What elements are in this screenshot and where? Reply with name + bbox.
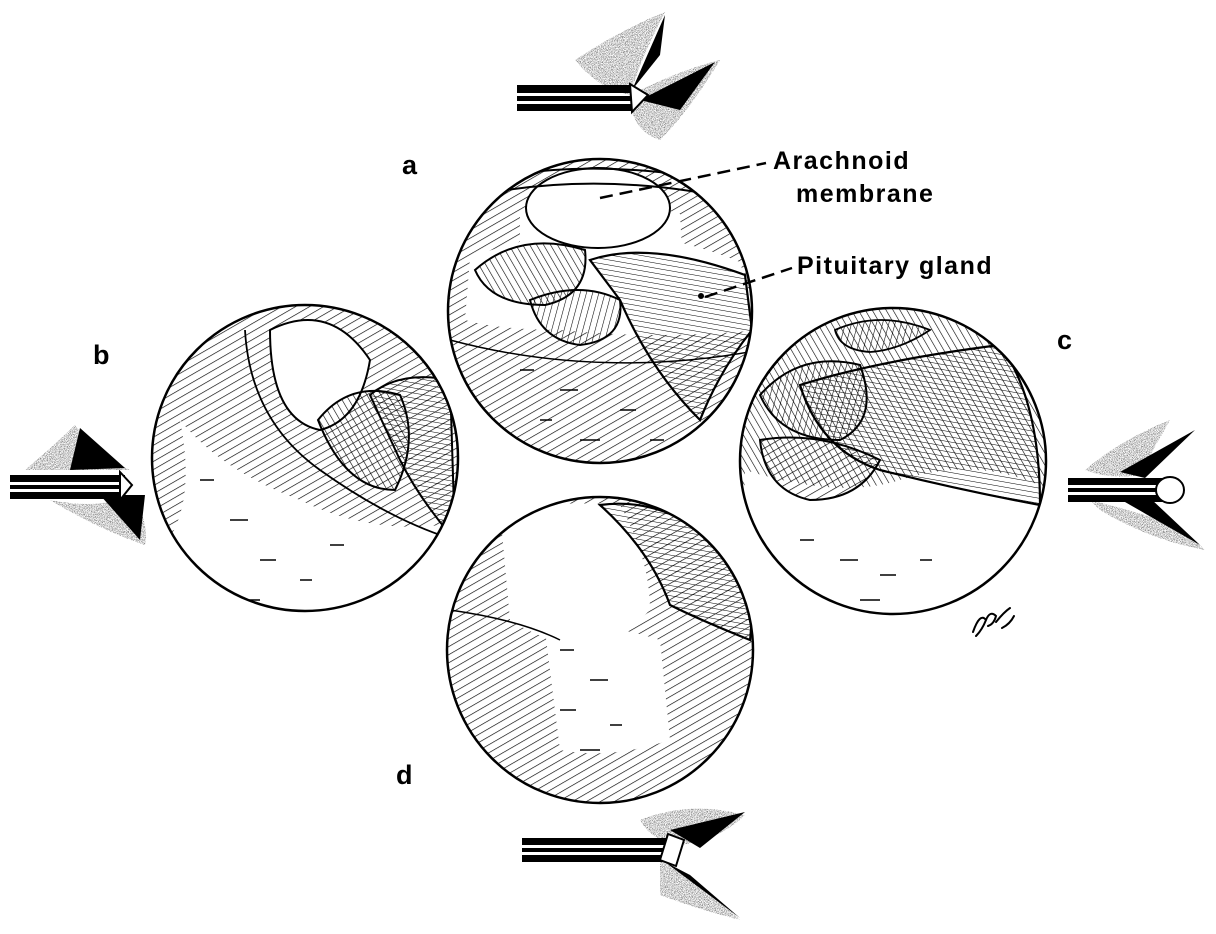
endoscope-view-c bbox=[730, 300, 1060, 630]
arachnoid-label-line1: Arachnoid bbox=[773, 147, 910, 176]
panel-label-a: a bbox=[402, 150, 417, 181]
panel-label-c: c bbox=[1057, 325, 1072, 356]
pituitary-label: Pituitary gland bbox=[797, 252, 993, 281]
artist-signature bbox=[968, 602, 1018, 642]
forceps-top bbox=[517, 12, 720, 140]
panel-label-b: b bbox=[93, 340, 110, 371]
panel-label-d: d bbox=[396, 760, 413, 791]
endoscope-view-d bbox=[440, 490, 770, 820]
arachnoid-label-line2: membrane bbox=[796, 180, 934, 209]
forceps-bottom bbox=[522, 809, 745, 920]
forceps-right bbox=[1068, 420, 1205, 550]
forceps-left bbox=[10, 425, 146, 545]
endoscope-view-b bbox=[140, 295, 470, 640]
